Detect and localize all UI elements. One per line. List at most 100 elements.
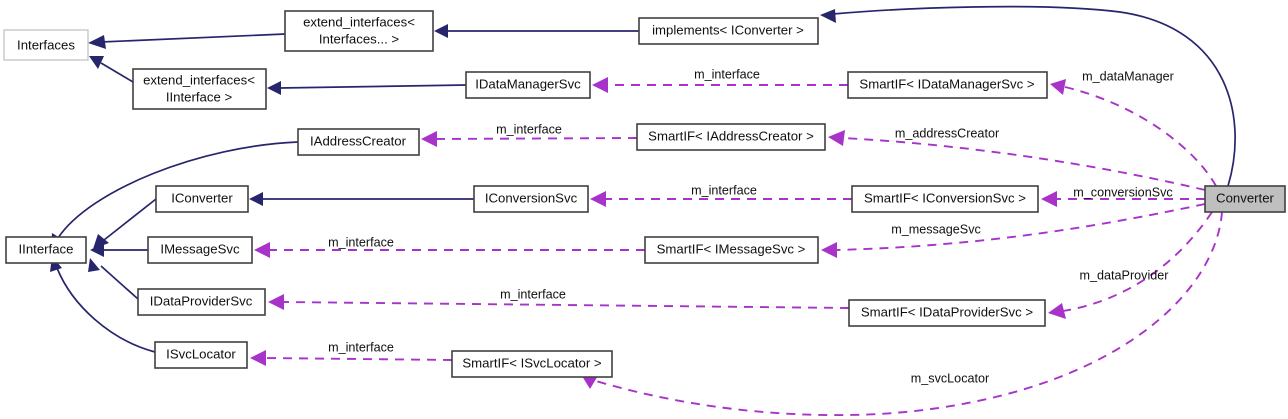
node-iconversionsvc-box[interactable] [473, 185, 589, 213]
edge-idatamanagersvc-to-extend-iinterface [279, 84, 467, 89]
node-iconverter-box[interactable] [155, 185, 249, 213]
node-idataprovidersvc-label: IDataProviderSvc [150, 293, 253, 308]
edge-smartif-iaddresscreator-to-iaddresscreator [435, 137, 638, 140]
edge-smartif-idataprovidersvc-to-idataprovidersvc [282, 301, 850, 309]
node-smartif-idataprovidersvc[interactable]: SmartIF< IDataProviderSvc > [848, 299, 1046, 327]
edge-converter-to-smartif-isvclocator [595, 211, 1223, 417]
node-imessagesvc-box[interactable] [147, 236, 253, 264]
node-extend-interfaces-iinterface[interactable]: extend_interfaces< IInterface > [132, 68, 267, 110]
node-smartif-idataprovidersvc-label: SmartIF< IDataProviderSvc > [861, 304, 1034, 319]
node-isvclocator-label: ISvcLocator [166, 346, 236, 361]
node-smartif-iaddresscreator-box[interactable] [636, 123, 826, 151]
arrowhead-smartif-isvclocator-to-isvclocator [250, 350, 266, 366]
arrowhead-converter-to-implements [820, 9, 836, 23]
edge-label-m-dataprovider: m_dataProvider [1080, 268, 1169, 282]
node-extend-interfaces-iinterface-box[interactable] [132, 68, 267, 110]
node-idataprovidersvc[interactable]: IDataProviderSvc [137, 288, 266, 316]
arrowhead-idataprovidersvc-to-iinterface [88, 258, 100, 272]
node-smartif-imessagesvc-box[interactable] [644, 236, 819, 264]
node-extend-interfaces-variadic-box[interactable] [284, 10, 434, 52]
arrowhead-smartif-idatamanagersvc-to-idatamanagersvc [592, 77, 608, 93]
edge-label-m-messagesvc: m_messageSvc [891, 222, 981, 236]
node-iconversionsvc-label: IConversionSvc [485, 190, 578, 205]
edge-label-m-conversionsvc: m_conversionSvc [1073, 185, 1172, 199]
node-iconversionsvc[interactable]: IConversionSvc [473, 185, 589, 213]
node-iinterface[interactable]: IInterface [5, 236, 87, 264]
arrowhead-smartif-imessagesvc-to-imessagesvc [254, 242, 270, 258]
edge-converter-to-smartif-idatamanagersvc [1064, 86, 1217, 187]
node-iinterface-label: IInterface [19, 241, 74, 256]
edge-label-m-interface-svclocator: m_interface [328, 340, 394, 354]
edge-idataprovidersvc-to-iinterface [100, 265, 139, 300]
edge-label-m-interface-dataprovider: m_interface [500, 287, 566, 301]
edge-smartif-isvclocator-to-isvclocator [264, 357, 453, 361]
edge-label-m-interface-conversionsvc: m_interface [691, 183, 757, 197]
node-converter[interactable]: Converter [1204, 185, 1286, 213]
node-smartif-iconversionsvc[interactable]: SmartIF< IConversionSvc > [851, 185, 1039, 213]
node-smartif-idatamanagersvc-box[interactable] [847, 71, 1048, 99]
arrowhead-smartif-idataprovidersvc-to-idataprovidersvc [268, 294, 284, 310]
node-iconverter-label: IConverter [171, 190, 233, 205]
node-converter-box[interactable] [1204, 185, 1286, 213]
node-iaddresscreator-box[interactable] [297, 128, 420, 156]
arrowhead-extend-iinterface-to-interfaces [89, 56, 104, 69]
node-implements-iconverter[interactable]: implements< IConverter > [638, 17, 819, 45]
node-interfaces[interactable]: Interfaces [3, 29, 89, 61]
usage-edges [250, 77, 1223, 417]
edge-label-m-interface-messagesvc: m_interface [328, 235, 394, 249]
node-implements-iconverter-box[interactable] [638, 17, 819, 45]
edge-iconverter-to-iinterface [103, 198, 157, 241]
node-interfaces-box[interactable] [3, 29, 89, 61]
edge-label-m-datamanager: m_dataManager [1082, 69, 1174, 83]
node-iconverter[interactable]: IConverter [155, 185, 249, 213]
edge-label-m-interface-datamanager: m_interface [694, 67, 760, 81]
node-interfaces-label: Interfaces [17, 37, 75, 52]
node-smartif-idatamanagersvc[interactable]: SmartIF< IDataManagerSvc > [847, 71, 1048, 99]
arrowhead-smartif-iaddresscreator-to-iaddresscreator [421, 131, 437, 147]
node-smartif-iaddresscreator-label: SmartIF< IAddressCreator > [648, 128, 814, 143]
arrowhead-converter-to-smartif-idataprovidersvc [1048, 303, 1066, 319]
node-smartif-idataprovidersvc-box[interactable] [848, 299, 1046, 327]
edge-extend-iinterface-to-interfaces [100, 62, 134, 83]
node-smartif-iconversionsvc-label: SmartIF< IConversionSvc > [864, 190, 1026, 205]
node-iaddresscreator[interactable]: IAddressCreator [297, 128, 420, 156]
arrowhead-converter-to-smartif-iaddresscreator [828, 130, 845, 146]
node-iinterface-box[interactable] [5, 236, 87, 264]
node-smartif-isvclocator-box[interactable] [451, 350, 613, 378]
node-isvclocator[interactable]: ISvcLocator [154, 341, 248, 369]
node-smartif-imessagesvc-label: SmartIF< IMessageSvc > [657, 241, 806, 256]
node-extend-interfaces-iinterface-label-line1: extend_interfaces< [143, 72, 255, 87]
node-extend-interfaces-variadic[interactable]: extend_interfaces< Interfaces... > [284, 10, 434, 52]
node-smartif-imessagesvc[interactable]: SmartIF< IMessageSvc > [644, 236, 819, 264]
node-extend-interfaces-iinterface-label-line2: IInterface > [166, 89, 233, 104]
edge-converter-to-smartif-iaddresscreator [842, 137, 1206, 191]
node-extend-interfaces-variadic-label-line1: extend_interfaces< [303, 14, 415, 29]
arrowhead-extend-variadic-to-interfaces [88, 35, 106, 49]
edge-converter-to-smartif-idataprovidersvc [1062, 211, 1213, 312]
node-smartif-isvclocator[interactable]: SmartIF< ISvcLocator > [451, 350, 613, 378]
node-iaddresscreator-label: IAddressCreator [310, 133, 407, 148]
node-isvclocator-box[interactable] [154, 341, 248, 369]
edge-converter-to-smartif-imessagesvc [835, 203, 1206, 251]
node-idatamanagersvc-box[interactable] [465, 71, 591, 99]
node-imessagesvc[interactable]: IMessageSvc [147, 236, 253, 264]
node-extend-interfaces-variadic-label-line2: Interfaces... > [319, 31, 400, 46]
node-smartif-isvclocator-label: SmartIF< ISvcLocator > [462, 355, 602, 370]
node-smartif-iaddresscreator[interactable]: SmartIF< IAddressCreator > [636, 123, 826, 151]
node-idatamanagersvc[interactable]: IDataManagerSvc [465, 71, 591, 99]
arrowhead-smartif-iconversionsvc-to-iconversionsvc [590, 191, 606, 207]
edge-label-m-addresscreator: m_addressCreator [895, 126, 999, 140]
node-idatamanagersvc-label: IDataManagerSvc [475, 76, 581, 91]
node-smartif-iconversionsvc-box[interactable] [851, 185, 1039, 213]
node-idataprovidersvc-box[interactable] [137, 288, 266, 316]
arrowhead-converter-to-smartif-iconversionsvc [1041, 191, 1057, 207]
nodes: Interfaces extend_interfaces< Interfaces… [3, 10, 1286, 378]
edge-extend-variadic-to-interfaces [100, 33, 286, 43]
edge-label-m-interface-addresscreator: m_interface [496, 122, 562, 136]
arrowhead-imessagesvc-to-iinterface [90, 243, 104, 257]
edge-label-m-svclocator: m_svcLocator [911, 371, 989, 385]
node-converter-label: Converter [1216, 190, 1275, 205]
arrowhead-implements-to-extend-variadic [434, 24, 448, 38]
